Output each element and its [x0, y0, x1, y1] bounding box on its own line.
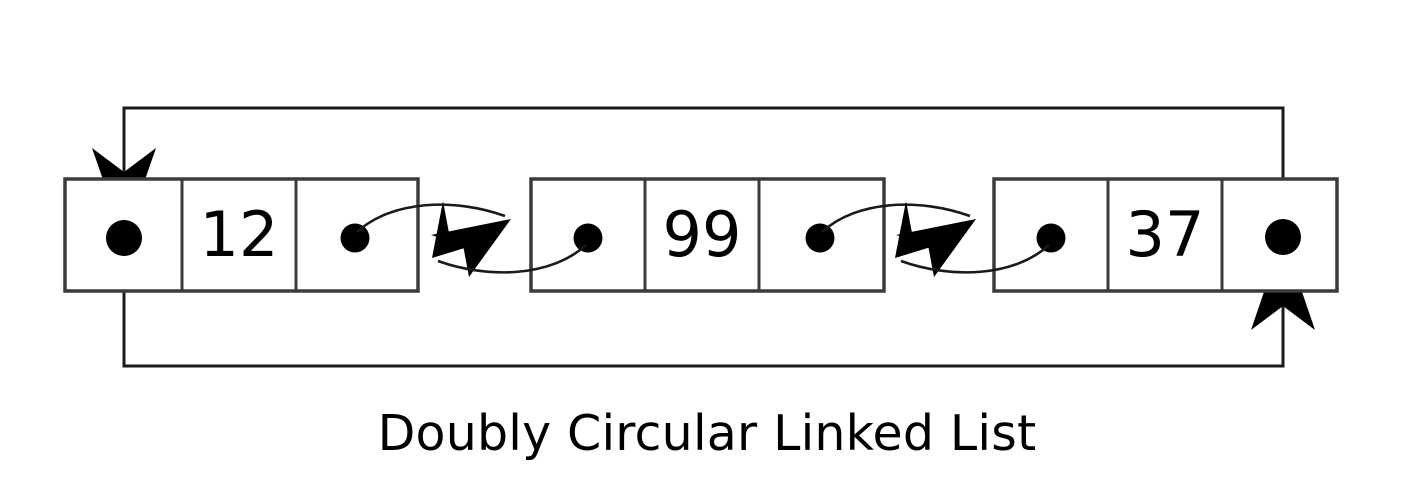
- node-3-next-dot: [1265, 219, 1301, 255]
- node-1-outline: [63, 177, 420, 293]
- node-2-prev-dot: [573, 223, 603, 253]
- node-3-outline: [992, 177, 1339, 293]
- prev-curve-2: [900, 244, 1050, 274]
- next-arrowhead-1-icon: [431, 219, 511, 277]
- node-2-value: 99: [663, 198, 742, 271]
- diagram-caption: Doubly Circular Linked List: [378, 405, 1037, 462]
- next-arrowhead-2-icon: [896, 219, 976, 277]
- node-1-prev-dot: [106, 220, 142, 256]
- link-next-node2-node3: [821, 203, 976, 277]
- link-next-node1-node2: [356, 203, 511, 277]
- node-1[interactable]: 12: [63, 177, 420, 293]
- node-3-prev-dot: [1036, 223, 1066, 253]
- prev-arrowhead-1-icon: [432, 201, 481, 258]
- node-2-outline: [529, 177, 886, 293]
- node-3-value: 37: [1126, 198, 1205, 271]
- link-prev-node3-node2: [895, 201, 1050, 274]
- prev-arrowhead-2-icon: [895, 201, 944, 258]
- prev-curve-1: [437, 244, 587, 274]
- node-2[interactable]: 99: [529, 177, 886, 293]
- node-2-next-dot: [805, 223, 835, 253]
- next-curve-2: [821, 203, 971, 233]
- link-prev-node2-node1: [432, 201, 587, 274]
- node-1-value: 12: [200, 198, 279, 271]
- next-curve-1: [356, 203, 506, 233]
- node-3[interactable]: 37: [992, 177, 1339, 293]
- node-1-next-dot: [340, 223, 370, 253]
